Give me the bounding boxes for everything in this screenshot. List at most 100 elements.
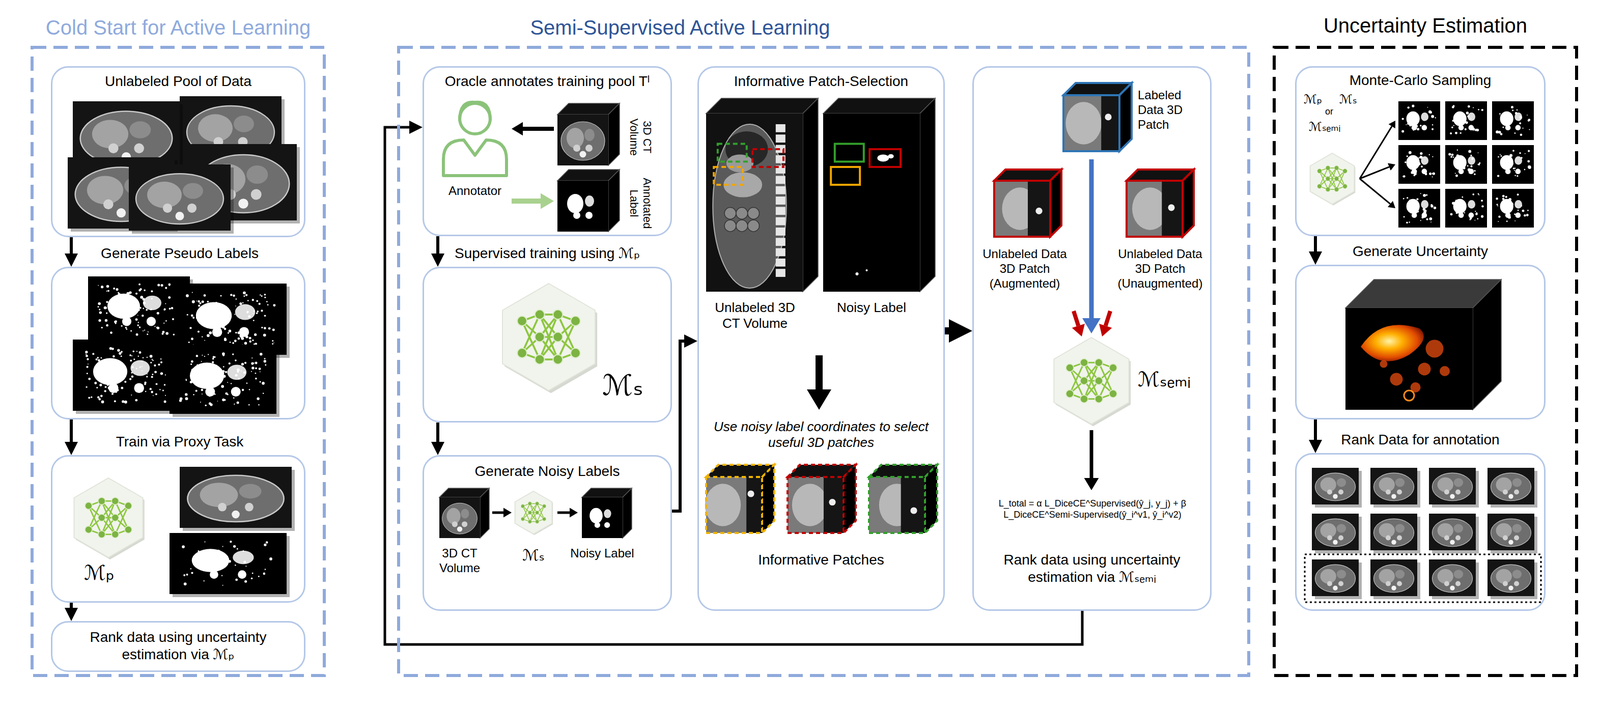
label-noise [252,313,254,315]
label-noise [233,545,236,548]
label-map [581,497,623,539]
network-unit [535,510,540,515]
label-noise [204,340,206,342]
label-noise [1410,171,1414,175]
label-noise [1412,117,1414,119]
label-noise [244,341,247,345]
network-unit [1334,165,1339,171]
label-organ [1505,124,1511,131]
ct-bowel [724,207,737,220]
label-noise [1421,216,1424,219]
heat-background [1345,307,1473,410]
label-noise [190,360,194,363]
label-noise [229,315,232,319]
label-noise [86,372,89,375]
patch-marker [834,144,864,162]
label-noise [212,357,215,360]
ct-body [1373,518,1414,547]
label-noise [137,355,139,357]
label-noise [201,360,203,362]
ct-vertebra [775,196,786,205]
label-noise [139,306,142,310]
model-symbol: ℳₛ [508,546,559,565]
label-noise [225,392,228,396]
label-noise [1433,206,1437,210]
patch-marker [869,149,901,167]
label-organ [1453,199,1467,214]
label-organ [1515,212,1522,218]
network-unit [85,525,93,533]
label-noise [234,564,236,566]
label-noise [201,354,203,356]
label-noise [1524,153,1526,155]
label-noise [243,371,246,374]
label-noise [88,377,91,381]
label-noise [1432,117,1434,119]
label-noise [101,326,103,329]
label-noise [1520,156,1523,159]
label-noise [1519,122,1522,125]
label-organ [585,211,593,219]
label-noise [1512,149,1515,152]
label-noise [201,335,203,338]
arrow-shaft [1359,126,1392,179]
label-noise [1499,114,1501,116]
label-map [1398,188,1441,228]
label-noise [1432,176,1434,178]
ct-kidney [250,189,262,201]
label-noise [1406,221,1409,224]
label-noise [1505,167,1509,172]
label-noise [1497,220,1499,222]
cube [705,464,775,533]
label-noise [86,358,89,361]
label-noise [164,374,166,376]
icon-label: Noisy Label [569,546,636,561]
ct-liver [92,119,129,149]
ct-vertebra [775,227,786,236]
label-organ [1453,111,1467,127]
label-noise [120,362,123,366]
label-noise [203,294,207,297]
label-noise [246,382,248,384]
ct-spine [1449,539,1455,545]
arrow-shaft [1073,311,1079,326]
label-noise [132,350,135,353]
cube-side [843,464,856,533]
ct-background [1370,467,1418,505]
ct-body [1373,564,1414,593]
ct-kidney [1513,535,1520,541]
label-noise [233,403,235,405]
label-noise [105,312,108,314]
label-noise [1499,153,1501,155]
ct-body [1490,472,1531,501]
label-map [169,344,277,414]
ct-body [1314,472,1356,501]
ct-heart [726,154,754,173]
label-noise [138,283,141,286]
label-noise [190,314,194,317]
network-unit [85,502,93,510]
cube [557,103,620,166]
label-organ [573,211,581,219]
label-noise [198,304,201,307]
network-unit [542,504,547,509]
rounded-box: Supervised training using ℳₚℳₛ [422,266,672,423]
label-noise [1452,156,1455,159]
label-noise [159,388,161,390]
label-noise [215,571,217,573]
cube-frame [994,180,1051,237]
label-noise [160,372,163,375]
label-noise [207,300,209,303]
label-noise [204,314,207,317]
label-noise [106,290,108,292]
cube-side [480,488,490,539]
label-noise [183,574,186,577]
flow-arrow [1313,236,1317,260]
ct-body [1490,518,1531,547]
label-background [1492,188,1534,228]
label-organ [1500,199,1514,214]
label-noise [131,375,134,379]
ct-kidney [585,144,593,152]
label-organ [231,386,241,397]
label-noise [219,294,222,297]
